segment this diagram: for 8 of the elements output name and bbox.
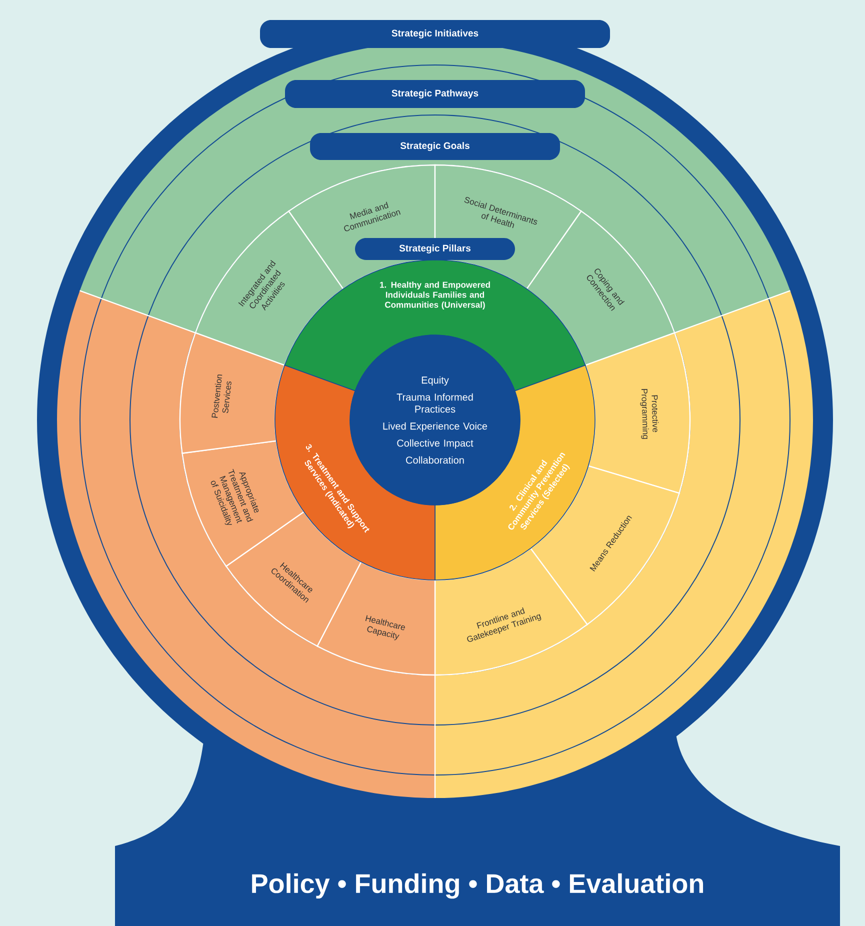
- goal-segment: Postvention Services: [179, 332, 286, 454]
- tab-label: Strategic Pathways: [285, 80, 585, 108]
- goal-segment: Protective Programming: [584, 332, 691, 494]
- tab-label: Strategic Goals: [310, 133, 560, 160]
- node-label: Policy • Funding • Data • Evaluation: [252, 873, 704, 899]
- tab-label: Strategic Initiatives: [260, 20, 610, 48]
- footer-banner: Policy • Funding • Data • Evaluation: [115, 846, 840, 926]
- tab-label: Strategic Pillars: [355, 238, 515, 260]
